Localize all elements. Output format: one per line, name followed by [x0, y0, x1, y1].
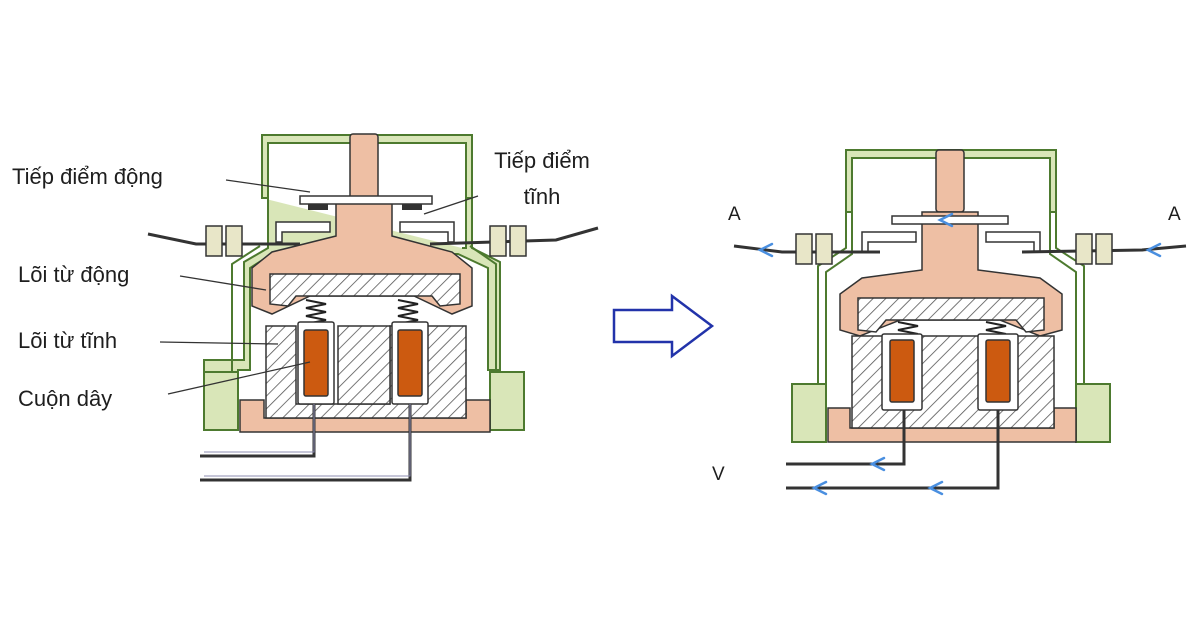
coil-lead-right-2 [786, 410, 1000, 490]
terminal-bolt-r-1 [795, 233, 813, 265]
housing-side-left-r [825, 158, 853, 384]
plunger-rod-right [935, 149, 965, 213]
moving-core-label: Lõi từ động [18, 262, 130, 287]
housing-left-shell [203, 371, 239, 431]
contactor-on-state [733, 149, 1187, 496]
fixed-contact-left [275, 221, 331, 243]
terminal-bolt-left-1 [205, 225, 223, 257]
current-arrow-icon [757, 212, 1162, 496]
coil-lead-right-1 [786, 410, 906, 466]
voltage-label: V [712, 464, 725, 485]
moving-contact-bar-left [299, 195, 433, 205]
coil-right-2 [985, 339, 1011, 403]
terminal-wire-left [147, 232, 300, 246]
terminal-wire-left-r [733, 244, 880, 254]
contactor-off-state [147, 133, 599, 482]
fixed-core-label: Lõi từ tĩnh [18, 328, 118, 353]
fixed-contact-left-r [861, 231, 917, 253]
terminal-wire-right [429, 226, 599, 246]
fixed-contact-label-line2: tĩnh [523, 184, 561, 209]
housing-right-shell-r [1075, 383, 1111, 443]
moving-contact-pad-1 [308, 204, 328, 210]
terminal-wire-right-r [1021, 244, 1187, 254]
housing-side-right [469, 245, 497, 372]
housing-right-shell [489, 371, 525, 431]
terminal-bolt-left-2 [225, 225, 243, 257]
coil-lead-shadow-1 [204, 404, 315, 453]
terminal-bolt-r-4 [1095, 233, 1113, 265]
housing-outer-right-r [1055, 212, 1085, 384]
moving-core-right [857, 297, 1045, 333]
plunger-rod-left [349, 133, 379, 201]
terminal-bolt-right-1 [489, 225, 507, 257]
coil-label: Cuộn dây [18, 386, 113, 411]
terminal-bolt-right-2 [509, 225, 527, 257]
state-transition-arrow-icon [612, 293, 715, 359]
coil-right-1 [889, 339, 915, 403]
housing-side-left [231, 245, 261, 372]
housing-left-shell-r [791, 383, 827, 443]
spring-icon [305, 299, 419, 325]
coil-lead-shadow-2 [204, 404, 411, 477]
leader-lines-left [159, 179, 479, 395]
fixed-core-center-left [337, 325, 391, 405]
terminal-bolt-r-3 [1075, 233, 1093, 265]
moving-contact-pad-2 [402, 204, 422, 210]
spring-icon [897, 321, 1007, 335]
housing-side-right-r [1049, 158, 1077, 384]
terminal-a-right-label: A [1168, 204, 1181, 225]
fixed-contact-right-r [985, 231, 1041, 253]
moving-contact-label: Tiếp điểm động [12, 164, 163, 189]
moving-core-left [269, 273, 461, 307]
fixed-contact-label-line1: Tiếp điểm [494, 148, 590, 173]
terminal-bolt-r-2 [815, 233, 833, 265]
coil-left-2 [397, 329, 423, 397]
terminal-a-left-label: A [728, 204, 741, 225]
moving-contact-bar-right [891, 215, 1009, 225]
